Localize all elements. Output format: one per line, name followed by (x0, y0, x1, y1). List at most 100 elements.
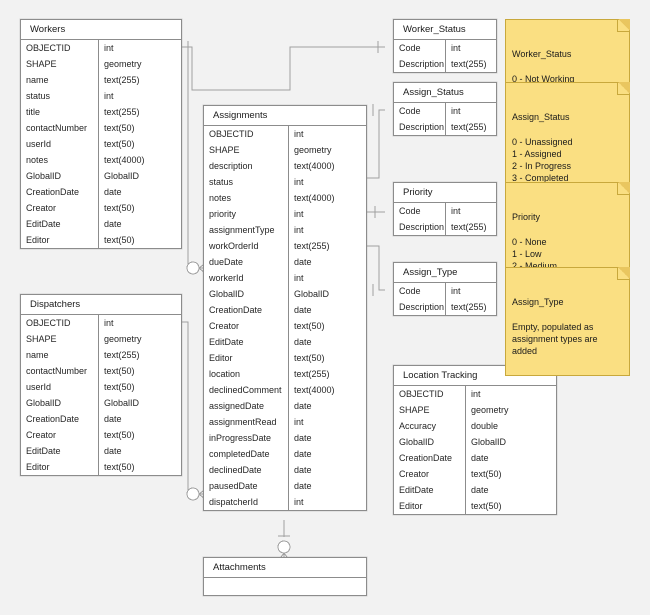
field-name: GlobalID (21, 395, 99, 411)
field-type: int (451, 286, 461, 296)
field-name: status (204, 174, 289, 190)
field-type: date (471, 453, 489, 463)
field-name: Creator (21, 427, 99, 443)
field-name: userId (21, 379, 99, 395)
field-type: text(255) (294, 241, 330, 251)
field-name: location (204, 366, 289, 382)
field-name: contactNumber (21, 120, 99, 136)
field-name: Creator (394, 466, 466, 482)
field-row: CreationDate date (394, 450, 556, 466)
field-name: status (21, 88, 99, 104)
field-type: text(50) (104, 203, 135, 213)
note-body-assign-type: Empty, populated as assignment types are… (512, 321, 598, 357)
field-type: text(50) (294, 353, 325, 363)
field-name: Description (394, 299, 446, 315)
field-type: text(255) (104, 75, 140, 85)
field-name: Editor (204, 350, 289, 366)
field-name: Creator (21, 200, 99, 216)
field-row: name text(255) (21, 72, 181, 88)
field-name: OBJECTID (394, 386, 466, 402)
field-name: Editor (21, 232, 99, 248)
field-name: CreationDate (21, 411, 99, 427)
field-name: workerId (204, 270, 289, 286)
field-type: int (451, 206, 461, 216)
note-fold-icon (617, 267, 630, 280)
field-name: declinedComment (204, 382, 289, 398)
field-type: date (104, 446, 122, 456)
field-name: assignmentRead (204, 414, 289, 430)
entity-title-workers: Workers (21, 20, 181, 40)
field-type: text(4000) (294, 193, 335, 203)
field-type: int (104, 43, 114, 53)
field-name: declinedDate (204, 462, 289, 478)
field-name: notes (21, 152, 99, 168)
field-name: Description (394, 119, 446, 135)
field-type: GlobalID (104, 398, 140, 408)
note-fold-icon (617, 182, 630, 195)
field-name: assignedDate (204, 398, 289, 414)
field-name: CreationDate (394, 450, 466, 466)
entity-title-worker-status: Worker_Status (394, 20, 496, 40)
field-type: date (294, 401, 312, 411)
field-row: OBJECTID int (394, 386, 556, 402)
note-title-assign-status: Assign_Status (512, 112, 570, 123)
field-name: name (21, 347, 99, 363)
field-type: geometry (104, 334, 142, 344)
field-type: text(255) (294, 369, 330, 379)
field-name: GlobalID (394, 434, 466, 450)
field-name: SHAPE (21, 56, 99, 72)
field-name: dueDate (204, 254, 289, 270)
field-name: inProgressDate (204, 430, 289, 446)
field-name: name (21, 72, 99, 88)
field-type: date (294, 257, 312, 267)
field-type: int (471, 389, 481, 399)
field-name: Code (394, 203, 446, 219)
field-name: Editor (21, 459, 99, 475)
field-name: assignmentType (204, 222, 289, 238)
field-type: text(4000) (294, 385, 335, 395)
field-row: declinedComment text(4000) (204, 382, 366, 398)
field-name: SHAPE (394, 402, 466, 418)
field-type: int (294, 497, 304, 507)
field-type: date (104, 414, 122, 424)
nullable-circle-dispatchers (186, 487, 200, 501)
entity-attachments[interactable]: Attachments (203, 557, 367, 596)
note-assign-type[interactable]: Assign_Type Empty, populated as assignme… (505, 267, 630, 376)
entity-title-priority: Priority (394, 183, 496, 203)
field-row: dueDate date (204, 254, 366, 270)
